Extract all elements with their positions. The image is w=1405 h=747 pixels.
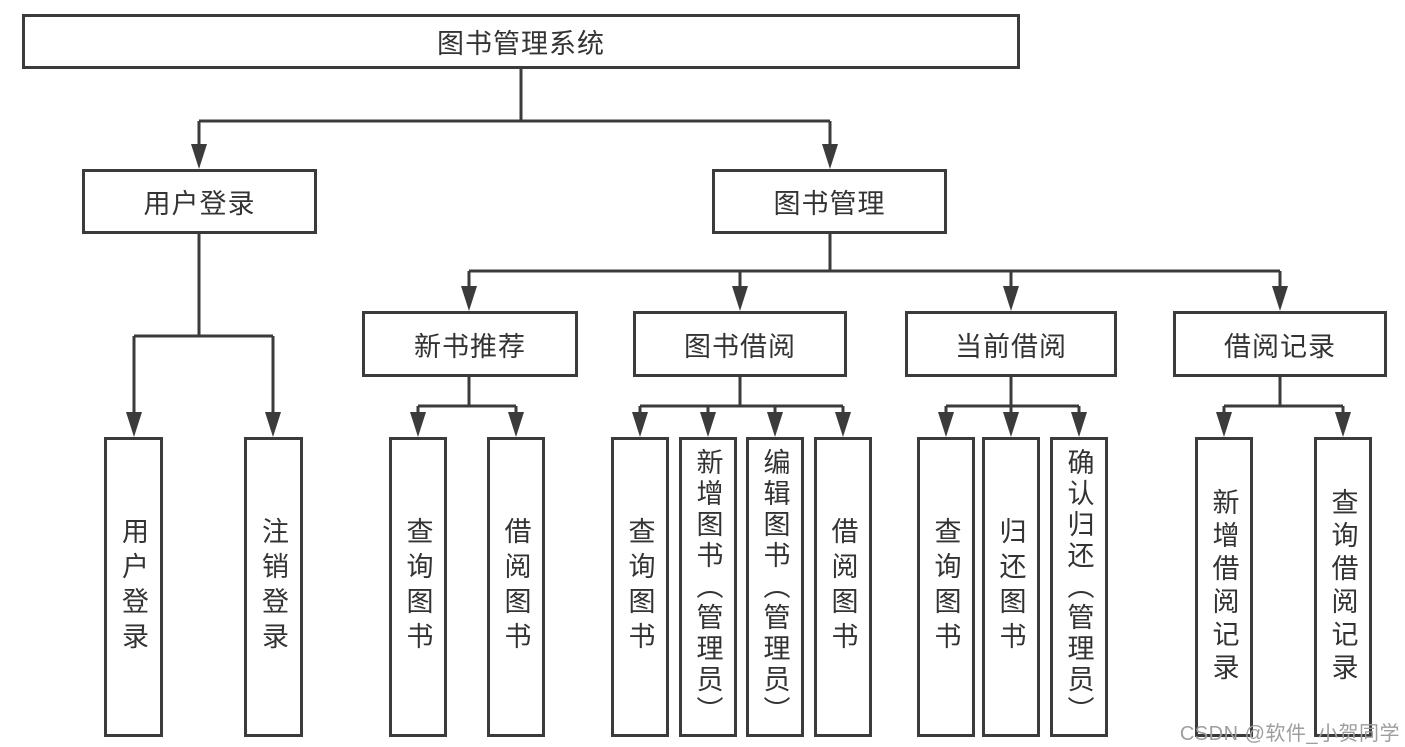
node-leaf-query-books-current: 查询图书 xyxy=(917,437,975,737)
node-leaf-borrow-books: 借阅图书 xyxy=(814,437,872,737)
node-leaf-user-login: 用户登录 xyxy=(104,437,163,737)
node-leaf-add-books-admin: 新增图书（管理员） xyxy=(679,437,737,737)
watermark-text: CSDN @软件_小贺同学 xyxy=(1179,723,1400,745)
node-leaf-add-borrow-record: 新增借阅记录 xyxy=(1195,437,1253,737)
node-leaf-return-books: 归还图书 xyxy=(982,437,1040,737)
node-borrowing-records: 借阅记录 xyxy=(1173,311,1387,377)
node-new-book-recommendation: 新书推荐 xyxy=(362,311,578,377)
node-leaf-edit-books-admin: 编辑图书（管理员） xyxy=(746,437,804,737)
node-user-login: 用户登录 xyxy=(82,169,317,234)
node-leaf-query-borrow-record: 查询借阅记录 xyxy=(1314,437,1372,737)
node-current-borrowing: 当前借阅 xyxy=(905,311,1117,377)
node-book-management: 图书管理 xyxy=(712,169,947,234)
node-book-borrowing: 图书借阅 xyxy=(633,311,847,377)
node-library-management-system: 图书管理系统 xyxy=(22,14,1020,69)
node-leaf-query-books-borrow: 查询图书 xyxy=(611,437,669,737)
node-leaf-logout: 注销登录 xyxy=(244,437,303,737)
node-leaf-confirm-return-admin: 确认归还（管理员） xyxy=(1050,437,1108,737)
node-leaf-query-books-recommend: 查询图书 xyxy=(389,437,447,737)
node-leaf-borrow-books-recommend: 借阅图书 xyxy=(487,437,545,737)
